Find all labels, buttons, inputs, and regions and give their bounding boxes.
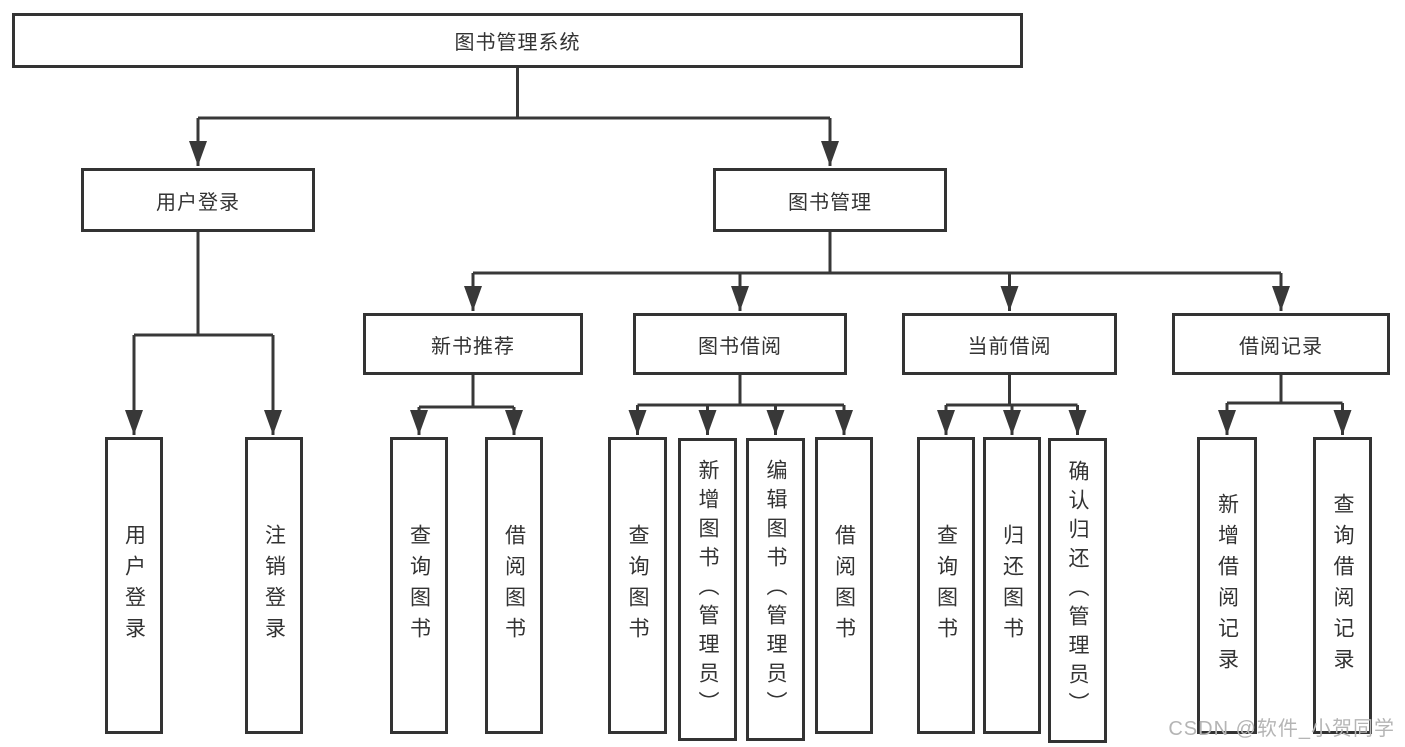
watermark: CSDN @软件_小贺同学 xyxy=(1168,718,1395,740)
node-new-book-recommendation-label: 新书推荐 xyxy=(431,335,515,358)
node-book-management-label: 图书管理 xyxy=(788,191,872,214)
leaf-bb-borrow-books: 借阅图书 xyxy=(815,437,873,734)
leaf-user-login: 用户登录 xyxy=(105,437,163,734)
node-user-login-label: 用户登录 xyxy=(156,191,240,214)
leaf-br-add-record: 新增借阅记录 xyxy=(1197,437,1257,734)
leaf-nb-borrow-books-label: 借阅图书 xyxy=(502,523,526,648)
leaf-bb-add-books-admin-label: 新增图书（管理员） xyxy=(696,459,719,720)
leaf-cb-confirm-return-admin-label: 确认归还（管理员） xyxy=(1066,460,1089,721)
leaf-cb-return-books-label: 归还图书 xyxy=(1000,523,1024,648)
leaf-bb-query-books-label: 查询图书 xyxy=(626,523,649,648)
leaf-user-login-label: 用户登录 xyxy=(122,523,146,648)
node-library-system-label: 图书管理系统 xyxy=(454,32,581,54)
leaf-logout: 注销登录 xyxy=(245,437,303,734)
leaf-cb-query-books: 查询图书 xyxy=(917,437,975,734)
node-current-borrowing-label: 当前借阅 xyxy=(967,335,1052,358)
node-library-system: 图书管理系统 xyxy=(12,13,1023,68)
node-user-login: 用户登录 xyxy=(81,168,315,232)
leaf-bb-edit-books-admin-label: 编辑图书（管理员） xyxy=(764,459,787,720)
leaf-bb-add-books-admin: 新增图书（管理员） xyxy=(678,438,737,741)
leaf-br-query-record: 查询借阅记录 xyxy=(1313,437,1372,734)
node-current-borrowing: 当前借阅 xyxy=(902,313,1117,375)
leaf-logout-label: 注销登录 xyxy=(262,523,286,648)
leaf-bb-query-books: 查询图书 xyxy=(608,437,667,734)
leaf-br-add-record-label: 新增借阅记录 xyxy=(1215,492,1239,679)
leaf-cb-return-books: 归还图书 xyxy=(983,437,1041,734)
leaf-cb-query-books-label: 查询图书 xyxy=(934,523,958,648)
node-borrowing-records-label: 借阅记录 xyxy=(1239,335,1323,358)
leaf-br-query-record-label: 查询借阅记录 xyxy=(1331,492,1354,679)
node-new-book-recommendation: 新书推荐 xyxy=(363,313,583,375)
node-book-management: 图书管理 xyxy=(713,168,947,232)
node-borrowing-records: 借阅记录 xyxy=(1172,313,1390,375)
leaf-nb-query-books: 查询图书 xyxy=(390,437,448,734)
node-book-borrowing: 图书借阅 xyxy=(633,313,847,375)
leaf-cb-confirm-return-admin: 确认归还（管理员） xyxy=(1048,438,1107,743)
node-book-borrowing-label: 图书借阅 xyxy=(698,335,782,358)
leaf-bb-edit-books-admin: 编辑图书（管理员） xyxy=(746,438,805,741)
leaf-bb-borrow-books-label: 借阅图书 xyxy=(832,523,856,648)
leaf-nb-query-books-label: 查询图书 xyxy=(407,523,431,648)
leaf-nb-borrow-books: 借阅图书 xyxy=(485,437,543,734)
